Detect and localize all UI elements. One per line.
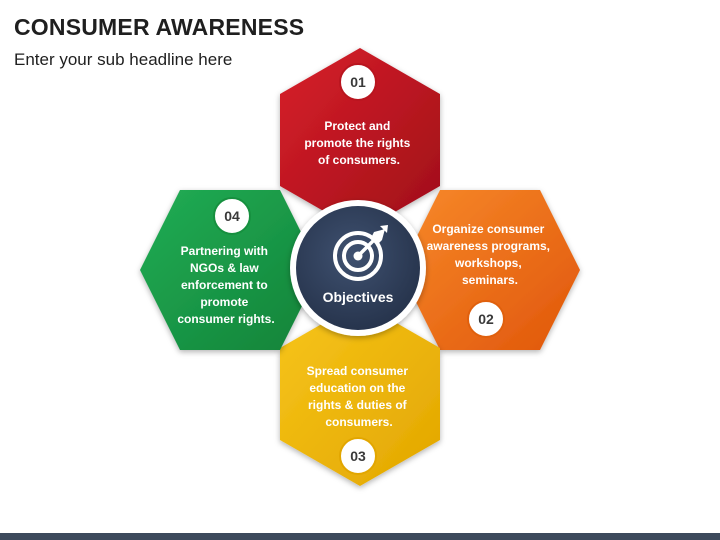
- item-02-line-3: workshops,: [454, 256, 522, 270]
- svg-text:Protect and promote the: Protect and promote the rights of consum…: [304, 119, 413, 167]
- item-04-line-3: enforcement to: [181, 278, 268, 292]
- number-02: 02: [478, 311, 494, 327]
- item-04-line-2: NGOs & law: [190, 261, 259, 275]
- hexagon-01: 01 Protect and promote the rights of con…: [280, 48, 440, 232]
- hexagon-02: 02 Organize consumer awareness programs,…: [400, 190, 580, 350]
- item-02-line-2: awareness programs,: [427, 239, 550, 253]
- target-arrow-icon: [333, 225, 388, 281]
- number-01: 01: [350, 74, 366, 90]
- page-subtitle: Enter your sub headline here: [14, 50, 233, 69]
- item-01-line-2: promote the rights: [304, 136, 410, 150]
- center-label: Objectives: [323, 289, 394, 305]
- svg-text:Spread consumer educatio: Spread consumer education on the rights …: [307, 364, 412, 429]
- svg-text:Partnering with NGOs & l: Partnering with NGOs & law enforcement t…: [177, 244, 274, 326]
- bottom-bar: [0, 533, 720, 540]
- item-02-line-1: Organize consumer: [432, 222, 544, 236]
- number-badge-03: [339, 437, 377, 475]
- hexagon-03: 03 Spread consumer education on the righ…: [280, 302, 440, 486]
- number-badge-02: [467, 300, 505, 338]
- number-03: 03: [350, 448, 366, 464]
- item-03-line-3: rights & duties of: [308, 398, 408, 412]
- item-04-line-1: Partnering with: [181, 244, 268, 258]
- center-circle: Objectives: [290, 200, 426, 336]
- item-03-line-1: Spread consumer: [307, 364, 409, 378]
- item-02-line-4: seminars.: [462, 273, 518, 287]
- item-01-line-1: Protect and: [324, 119, 390, 133]
- hexagon-04: 04 Partnering with NGOs & law enforcemen…: [140, 190, 320, 350]
- item-01-line-3: of consumers.: [318, 153, 400, 167]
- svg-text:Organize consumer awaren: Organize consumer awareness programs, wo…: [427, 222, 554, 287]
- item-04-line-4: promote: [200, 295, 248, 309]
- item-04-line-5: consumer rights.: [177, 312, 274, 326]
- item-03-line-2: education on the: [309, 381, 405, 395]
- number-04: 04: [224, 208, 240, 224]
- number-badge-01: [339, 63, 377, 101]
- page-title: CONSUMER AWARENESS: [14, 14, 305, 40]
- number-badge-04: [213, 197, 251, 235]
- item-03-line-4: consumers.: [325, 415, 392, 429]
